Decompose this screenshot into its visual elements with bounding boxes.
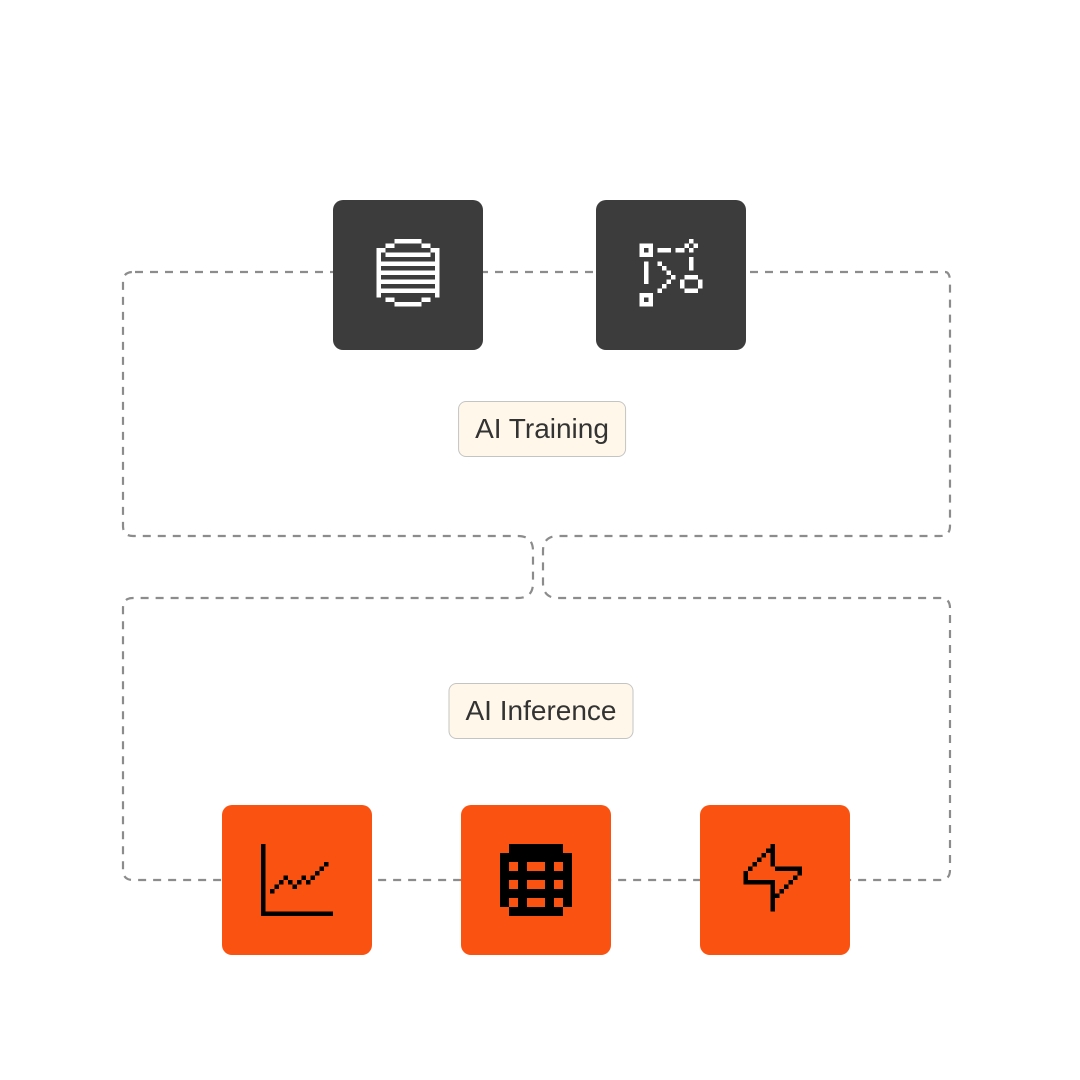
training-group-label: AI Training <box>458 401 626 457</box>
inference-tile-chart <box>222 805 372 955</box>
inference-tile-grid <box>461 805 611 955</box>
line-chart-icon <box>261 844 333 916</box>
database-icon <box>376 239 440 307</box>
lightning-bolt-icon <box>743 844 802 912</box>
training-tile-network <box>596 200 746 350</box>
network-graph-icon <box>639 239 703 307</box>
inference-group-label: AI Inference <box>448 683 634 739</box>
training-tile-database <box>333 200 483 350</box>
training-group-frame <box>121 270 952 882</box>
grid-table-icon <box>500 844 572 916</box>
inference-tile-bolt <box>700 805 850 955</box>
